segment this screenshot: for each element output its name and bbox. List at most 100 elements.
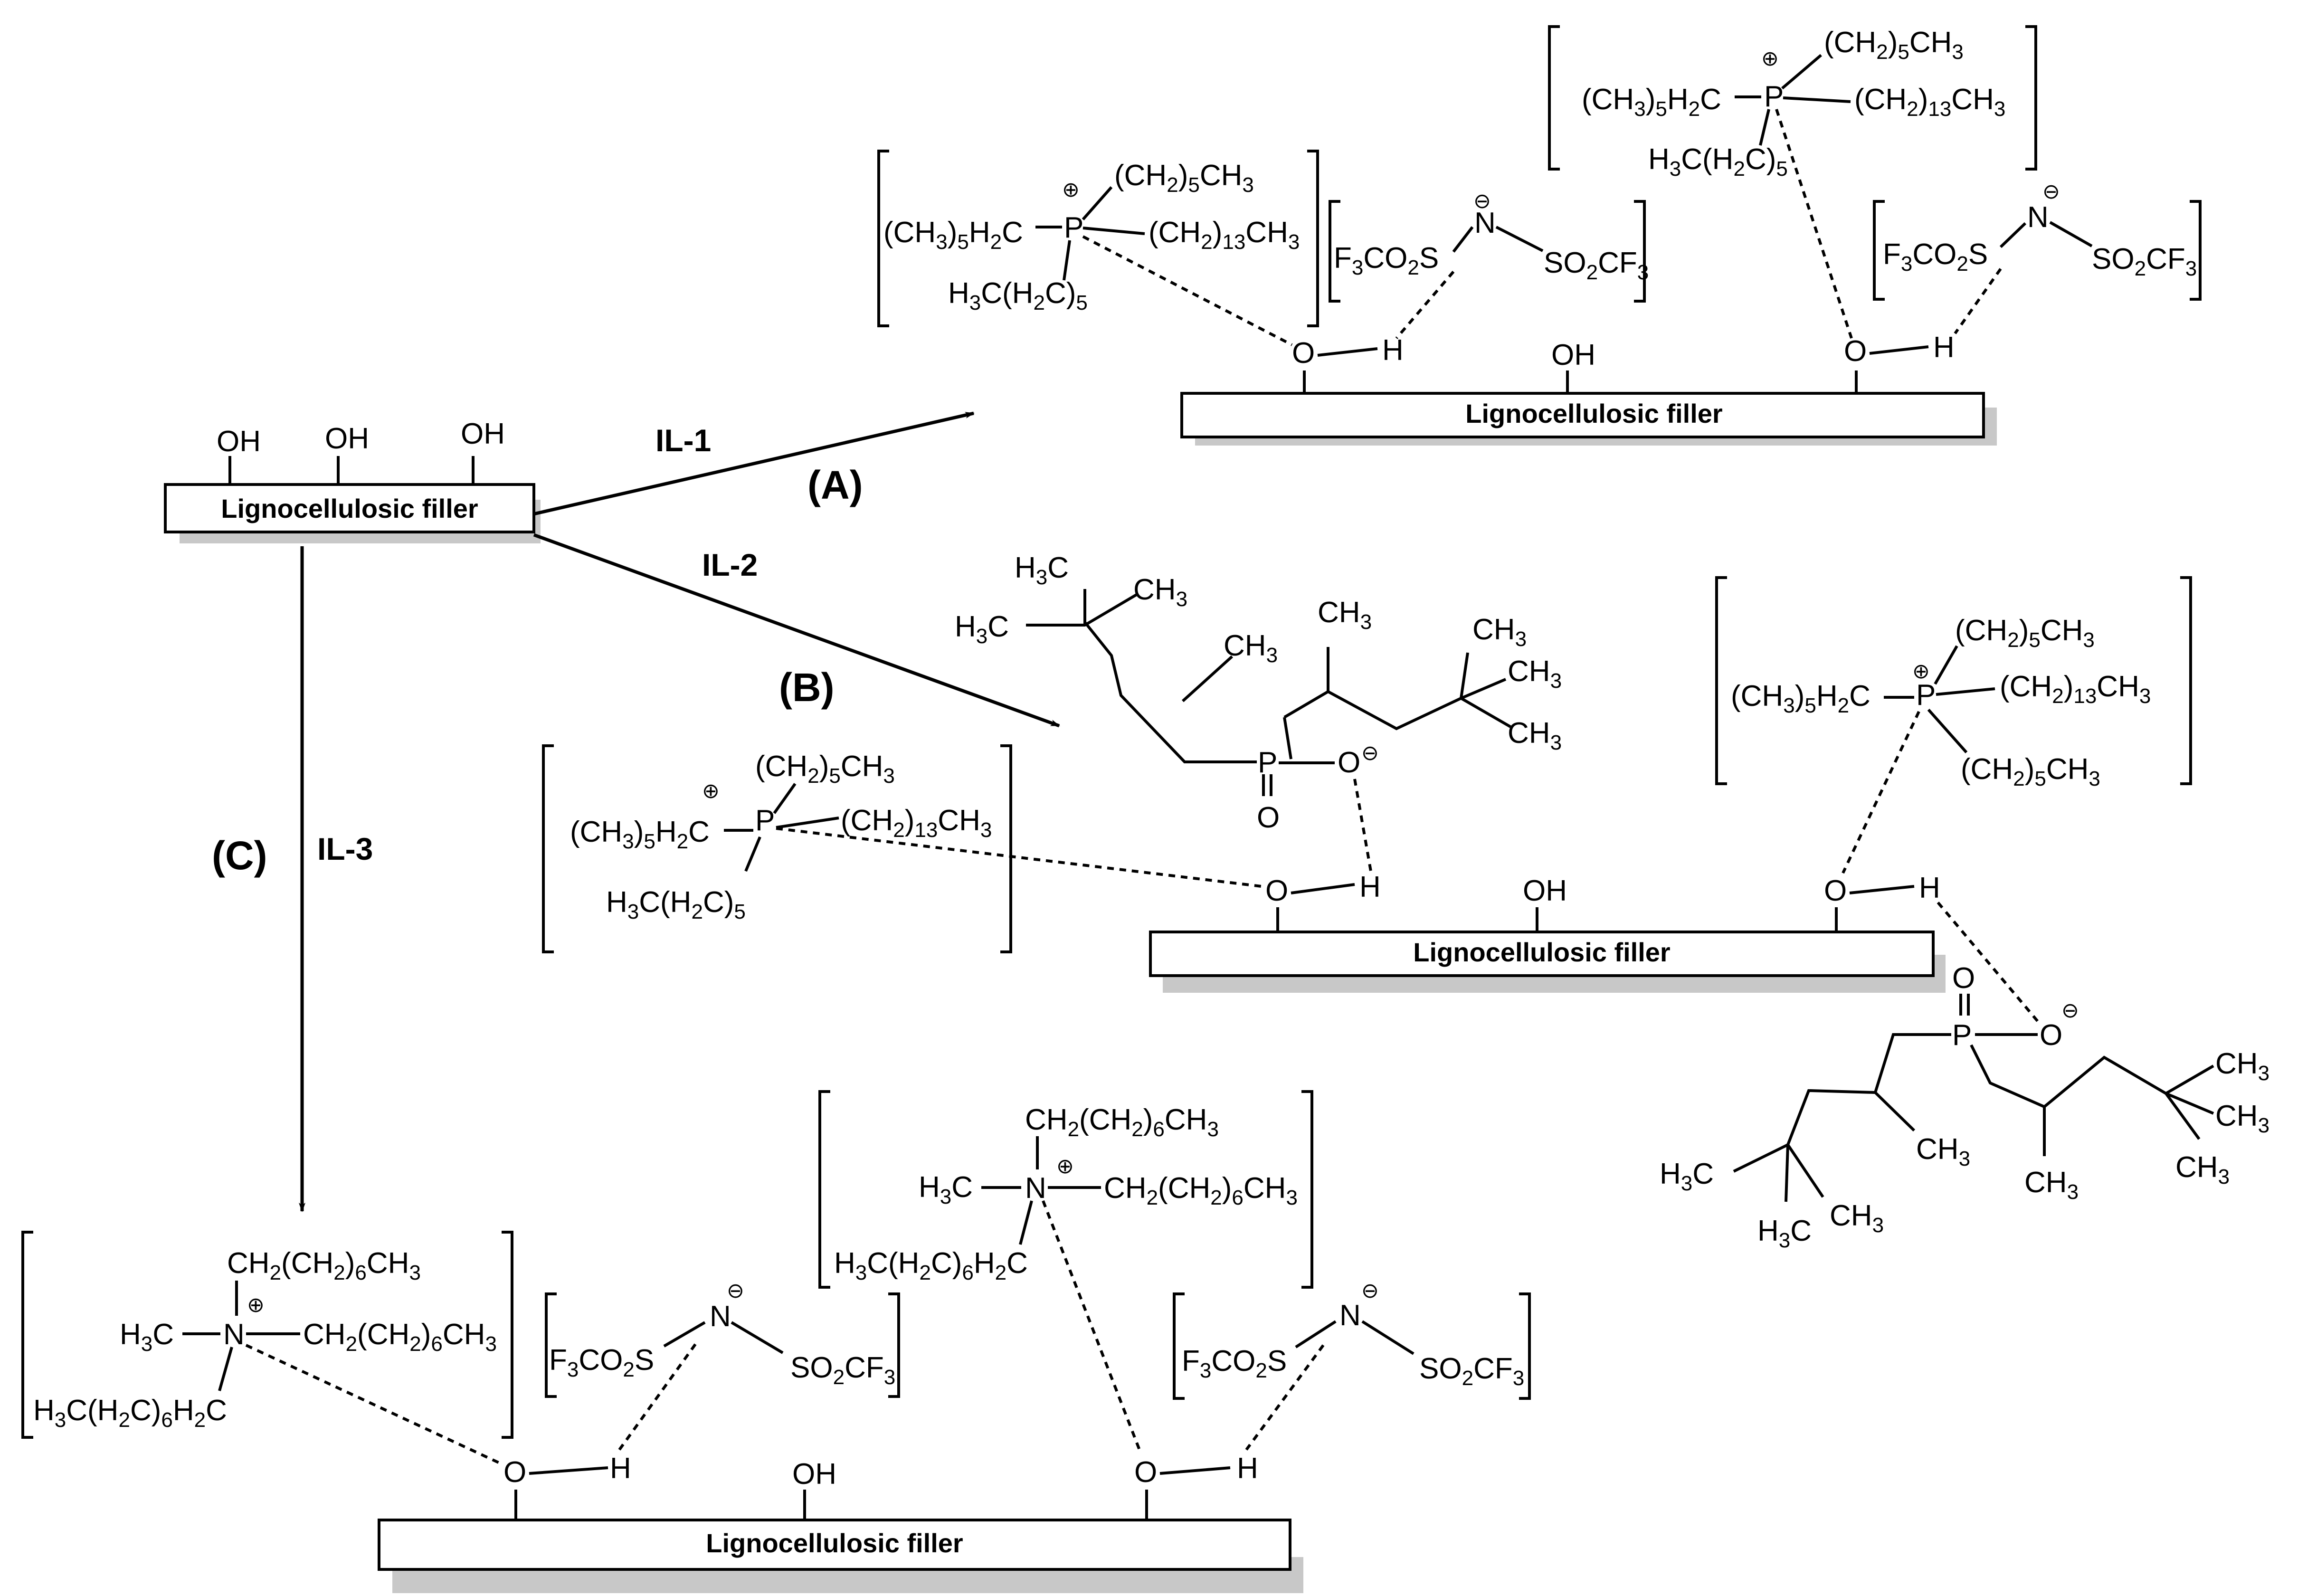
product-b-ph-top-h3c-1: H3C	[1015, 551, 1069, 589]
product-b-ph-top-ch3-4: CH3	[1472, 613, 1527, 651]
product-b-ph-bot-o-double: O	[1952, 962, 1975, 995]
product-b-ph-top-o-double: O	[1257, 801, 1280, 834]
product-a-anion1-right: SO2CF3	[1544, 247, 1649, 284]
product-b-filler-bar	[1149, 931, 1935, 977]
product-b-cation1-right: (CH2)13CH3	[841, 804, 992, 842]
reagent-il-1: IL-1	[655, 423, 711, 458]
product-b-ph-bot-ch3-3: CH3	[2024, 1166, 2079, 1204]
product-c-anion2-right: SO2CF3	[1419, 1352, 1524, 1390]
start-oh-3: OH	[461, 418, 505, 450]
product-c-o-1: O	[503, 1456, 526, 1489]
start-oh-2: OH	[325, 422, 369, 455]
svg-text:⊖: ⊖	[1361, 741, 1379, 765]
product-c-cation2-left: H3C	[919, 1171, 973, 1208]
product-c-cation1-right: CH2(CH2)6CH3	[303, 1318, 497, 1356]
reagent-il-2: IL-2	[702, 547, 758, 582]
reagent-il-3: IL-3	[317, 831, 373, 866]
product-b-ph-bot-ch3-2: CH3	[1830, 1199, 1884, 1237]
product-b-ph-bot-h3c-1: H3C	[1660, 1158, 1714, 1195]
product-a-cation1-top: (CH2)5CH3	[1114, 159, 1254, 197]
product-b-h-1: H	[1359, 871, 1381, 903]
route-arrows: IL-1 (A) IL-2 (B) IL-3 (C)	[212, 411, 1060, 1212]
svg-text:⊕: ⊕	[702, 779, 720, 803]
product-b-ph-top-ch3-6: CH3	[1508, 717, 1562, 754]
product-a-anion1-left: F3CO2S	[1334, 242, 1439, 279]
product-a-cation2-bottom: H3C(H2C)5	[1648, 143, 1788, 180]
product-a-cation2-p: P	[1764, 80, 1784, 113]
product-b-free-oh: OH	[1523, 874, 1567, 907]
product-b-phosphinate-top: H3C CH3 H3C CH3 CH3 CH3 CH3 CH3 P O O ⊖	[955, 551, 1562, 872]
product-c-anion2-left: F3CO2S	[1182, 1345, 1287, 1382]
product-c-anion2-n: N	[1339, 1299, 1361, 1332]
product-a-cation1-bottom: H3C(H2C)5	[948, 277, 1088, 314]
product-b-phosphinate-bottom: O P O ⊖ CH3 H3C CH3 H3C CH3 CH3 CH3 CH3	[1660, 902, 2269, 1252]
product-b-h-2: H	[1919, 872, 1940, 904]
product-c-cation1-n: N	[223, 1318, 245, 1351]
product-b-cation2-left: (CH3)5H2C	[1731, 680, 1870, 717]
product-b: Lignocellulosic filler OH O H O H H3C CH…	[542, 551, 2269, 1252]
product-a-anion1-n: N	[1474, 207, 1496, 239]
product-b-ph-bot-p: P	[1952, 1019, 1972, 1052]
product-a-anion2-n: N	[2027, 201, 2049, 234]
product-b-ph-bot-ch3-6: CH3	[2175, 1151, 2230, 1188]
svg-text:⊖: ⊖	[2061, 999, 2079, 1022]
svg-text:⊖: ⊖	[1361, 1279, 1379, 1302]
product-b-cation2-right: (CH2)13CH3	[2000, 670, 2151, 708]
product-c-cation2-n: N	[1025, 1172, 1046, 1205]
product-b-ph-top-p: P	[1258, 746, 1277, 779]
product-a-cation1-left: (CH3)5H2C	[883, 216, 1023, 254]
product-b-ph-bot-ch3-4: CH3	[2215, 1047, 2269, 1085]
product-c-h-1: H	[610, 1452, 631, 1485]
product-b-ph-bot-o-minus: O	[2040, 1019, 2062, 1052]
svg-text:⊖: ⊖	[1473, 190, 1491, 213]
svg-text:⊖: ⊖	[727, 1279, 744, 1302]
product-b-ph-top-o-minus: O	[1338, 746, 1360, 779]
svg-text:⊕: ⊕	[1056, 1155, 1074, 1178]
product-a-cation2-left: (CH3)5H2C	[1582, 83, 1721, 121]
route-tag-b: (B)	[779, 665, 835, 710]
arrow-route-a	[533, 411, 975, 516]
product-c-cation1-bottom: H3C(H2C)6H2C	[33, 1394, 227, 1432]
starting-filler-label: Lignocellulosic filler	[221, 494, 478, 523]
product-a-anion2-right: SO2CF3	[2092, 243, 2197, 280]
start-oh-1: OH	[217, 425, 261, 458]
route-tag-a: (A)	[807, 463, 863, 507]
product-a-h-1: H	[1382, 334, 1404, 367]
product-b-cation1-top: (CH2)5CH3	[755, 750, 895, 788]
product-c-cation2-right: CH2(CH2)6CH3	[1104, 1172, 1298, 1209]
product-b-cation1-bottom: H3C(H2C)5	[606, 886, 746, 923]
svg-text:⊕: ⊕	[1062, 178, 1080, 201]
svg-text:⊕: ⊕	[1761, 47, 1779, 70]
product-b-ph-top-ch3-3: CH3	[1318, 596, 1372, 634]
product-b-cation2-top: (CH2)5CH3	[1955, 614, 2095, 652]
product-b-o-1: O	[1265, 874, 1288, 907]
product-c-cation2-top: CH2(CH2)6CH3	[1025, 1103, 1219, 1141]
starting-filler-bar	[164, 483, 535, 533]
product-b-ph-bot-ch3-1: CH3	[1916, 1133, 1970, 1170]
product-b-ph-bot-ch3-5: CH3	[2215, 1100, 2269, 1137]
product-a-anion2-left: F3CO2S	[1883, 238, 1988, 276]
product-a-filler-bar	[1180, 392, 1985, 438]
product-c-filler-bar	[378, 1519, 1291, 1571]
starting-filler: Lignocellulosic filler OH OH OH	[164, 418, 541, 543]
product-c-cation1-top: CH2(CH2)6CH3	[227, 1247, 421, 1284]
product-a: Lignocellulosic filler OH O H O H ⊕ P (C…	[877, 25, 2202, 446]
svg-text:⊕: ⊕	[247, 1293, 265, 1317]
route-tag-c: (C)	[212, 833, 267, 878]
product-b-cation1-left: (CH3)5H2C	[570, 816, 710, 853]
product-a-cation1-p: P	[1064, 211, 1083, 244]
product-b-ph-top-ch3-5: CH3	[1508, 655, 1562, 693]
product-c-cation2-bottom: H3C(H2C)6H2C	[834, 1247, 1028, 1284]
product-a-free-oh: OH	[1551, 339, 1595, 371]
product-c: Lignocellulosic filler OH O H O H ⊕ CH2(…	[21, 1090, 1531, 1593]
svg-text:⊕: ⊕	[1912, 660, 1930, 683]
product-b-o-2: O	[1824, 874, 1847, 907]
product-b-cation2-p: P	[1916, 679, 1936, 712]
svg-text:⊖: ⊖	[2042, 180, 2060, 203]
product-a-cation1-right: (CH2)13CH3	[1149, 216, 1300, 254]
product-c-o-2: O	[1134, 1456, 1157, 1489]
product-b-cation2-bottom: (CH2)5CH3	[1961, 753, 2100, 790]
product-b-ph-bot-h3c-2: H3C	[1757, 1215, 1812, 1252]
product-b-ph-top-h3c-2: H3C	[955, 610, 1009, 648]
